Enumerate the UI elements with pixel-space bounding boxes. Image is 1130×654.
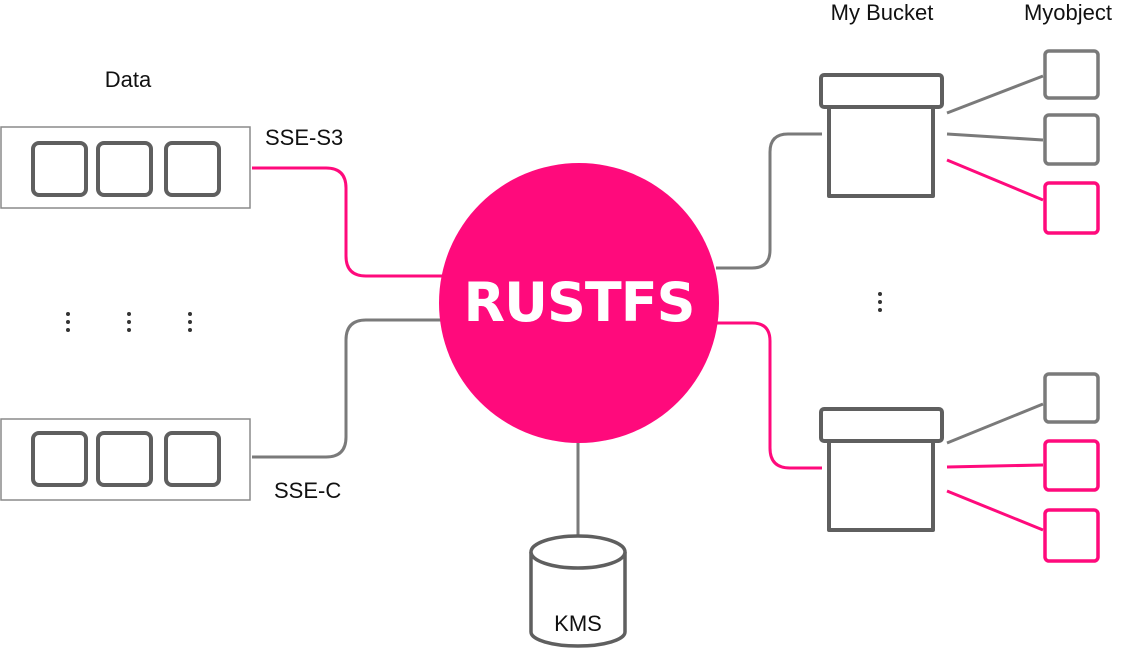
bucket-icon (819, 73, 944, 198)
bucket-label: My Bucket (831, 0, 934, 25)
object-link-4 (946, 402, 1044, 445)
bucket-1-connector (716, 132, 822, 270)
sse-s3-label: SSE-S3 (265, 125, 343, 150)
data-block (31, 431, 88, 487)
sse-c-connector (252, 318, 446, 459)
object-icon (1043, 439, 1100, 492)
data-block (31, 141, 88, 197)
objects (1043, 49, 1100, 563)
object-link-1 (946, 74, 1044, 115)
object-link-6 (946, 489, 1044, 532)
bucket-icon (819, 407, 944, 532)
object-icon (1043, 372, 1100, 424)
object-icon (1043, 181, 1100, 235)
data-group-bottom (0, 418, 251, 501)
data-label: Data (105, 67, 152, 92)
sse-s3-connector (252, 166, 446, 278)
data-block (164, 431, 221, 487)
kms-label: KMS (554, 611, 602, 636)
object-icon (1043, 113, 1100, 166)
object-link-5 (946, 463, 1044, 469)
sse-c-label: SSE-C (274, 478, 341, 503)
connectors (252, 74, 1044, 535)
data-block (164, 141, 221, 197)
object-link-3 (946, 158, 1044, 202)
data-ellipsis-dots (66, 312, 192, 332)
kms-database-icon (529, 534, 627, 648)
rustfs-node (439, 163, 719, 443)
bucket-ellipsis-dots (878, 292, 882, 312)
bucket-2-connector (716, 321, 822, 470)
rustfs-logo-text: RUSTFS (464, 271, 695, 334)
object-icon (1043, 49, 1100, 100)
object-icon (1043, 508, 1100, 563)
object-link-2 (946, 132, 1044, 142)
data-block (96, 431, 153, 487)
object-label: Myobject (1024, 0, 1112, 25)
data-group-top (0, 126, 251, 209)
data-block (96, 141, 153, 197)
